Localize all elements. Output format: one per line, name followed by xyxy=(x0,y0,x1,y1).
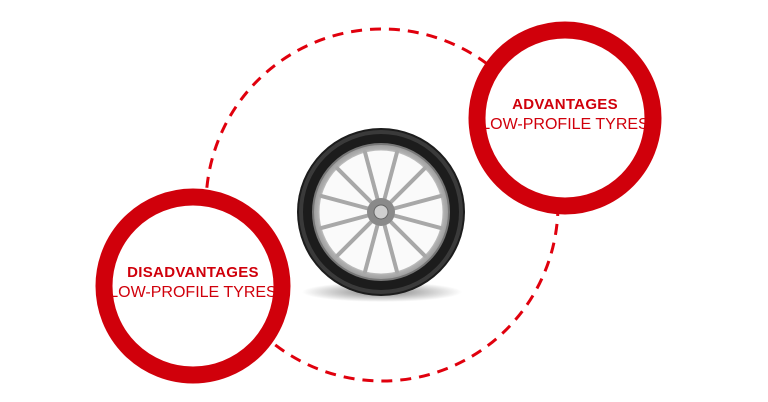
wheel-spoke xyxy=(382,223,400,274)
disadvantages-title: DISADVANTAGES xyxy=(127,264,259,281)
wheel-spoke xyxy=(388,166,427,205)
wheel-spoke xyxy=(335,219,374,258)
tyre-image xyxy=(297,128,465,302)
wheel-spoke xyxy=(392,213,443,231)
wheel-spoke xyxy=(388,219,427,258)
advantages-title: ADVANTAGES xyxy=(512,96,618,113)
wheel-spoke xyxy=(392,193,443,211)
disadvantages-label: DISADVANTAGES LOW-PROFILE TYRES xyxy=(103,263,283,303)
wheel-spoke xyxy=(319,213,370,231)
wheel-spoke xyxy=(382,150,400,201)
wheel-spoke xyxy=(335,166,374,205)
wheel-spoke xyxy=(362,223,380,274)
wheel-spoke xyxy=(362,150,380,201)
wheel-spoke xyxy=(319,193,370,211)
disadvantages-ring xyxy=(95,188,291,384)
disadvantages-subtitle: LOW-PROFILE TYRES xyxy=(109,283,277,301)
advantages-subtitle: LOW-PROFILE TYRES xyxy=(481,115,649,133)
advantages-label: ADVANTAGES LOW-PROFILE TYRES xyxy=(475,95,655,135)
advantages-ring xyxy=(468,21,662,215)
